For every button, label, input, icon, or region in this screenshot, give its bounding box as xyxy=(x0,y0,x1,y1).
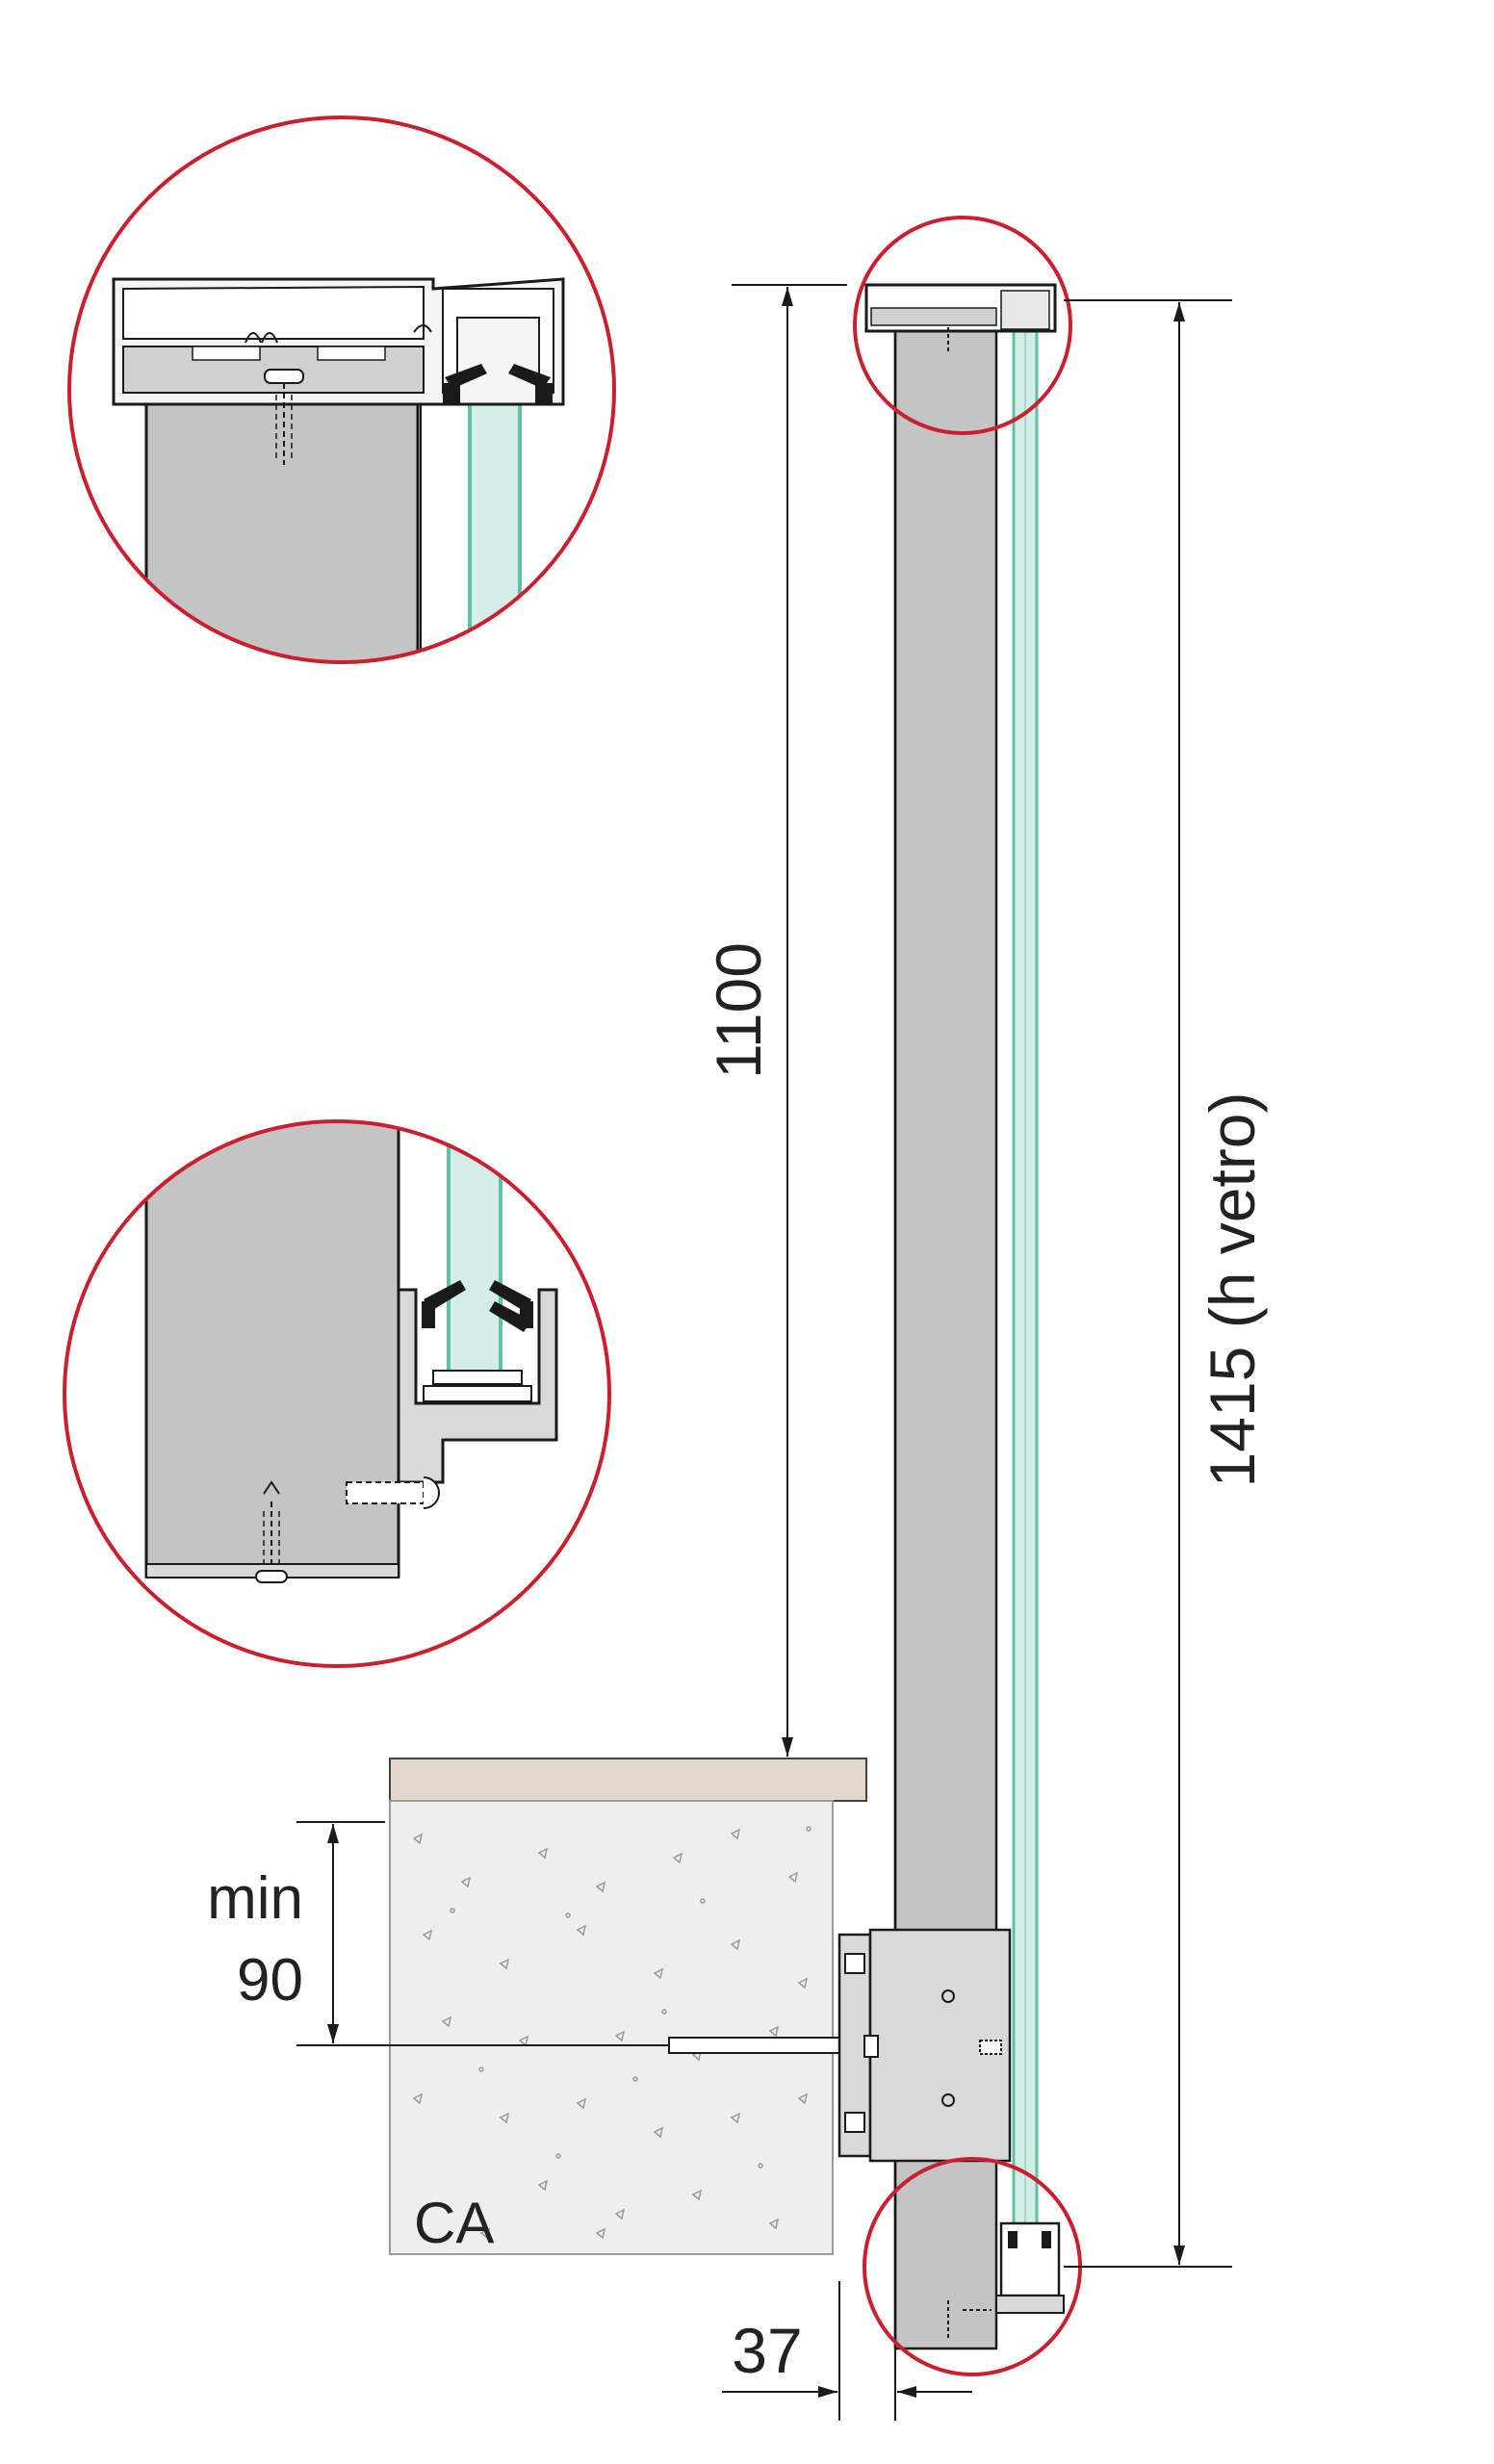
detail-view-top-rail xyxy=(67,116,616,664)
mounting-bracket xyxy=(837,1928,1012,2163)
svg-text:1415 (h vetro): 1415 (h vetro) xyxy=(1197,1092,1268,1488)
glass-panel xyxy=(1012,296,1039,2240)
svg-text:1100: 1100 xyxy=(703,942,774,1079)
glass-shoe xyxy=(947,2221,1065,2339)
concrete-slab: CA xyxy=(389,1758,872,2255)
dimension-offset: 37 xyxy=(722,2281,972,2421)
concrete-aggregate-pattern xyxy=(412,1826,811,2240)
top-handrail xyxy=(864,283,1057,354)
slab-label: CA xyxy=(414,2191,494,2255)
detail-view-glass-shoe xyxy=(63,1119,611,1668)
dimension-min-embed: min 90 xyxy=(207,1821,669,2046)
slab-finish-layer xyxy=(389,1758,867,1802)
svg-text:90: 90 xyxy=(237,1947,303,2014)
svg-text:min: min xyxy=(207,1865,303,1932)
dimension-height-top: 1100 xyxy=(703,284,847,1757)
detail-marker-top xyxy=(853,216,1072,435)
dimension-glass-height: 1415 (h vetro) xyxy=(1064,299,1268,2268)
svg-text:37: 37 xyxy=(732,2315,802,2386)
concrete-block xyxy=(389,1800,834,2255)
